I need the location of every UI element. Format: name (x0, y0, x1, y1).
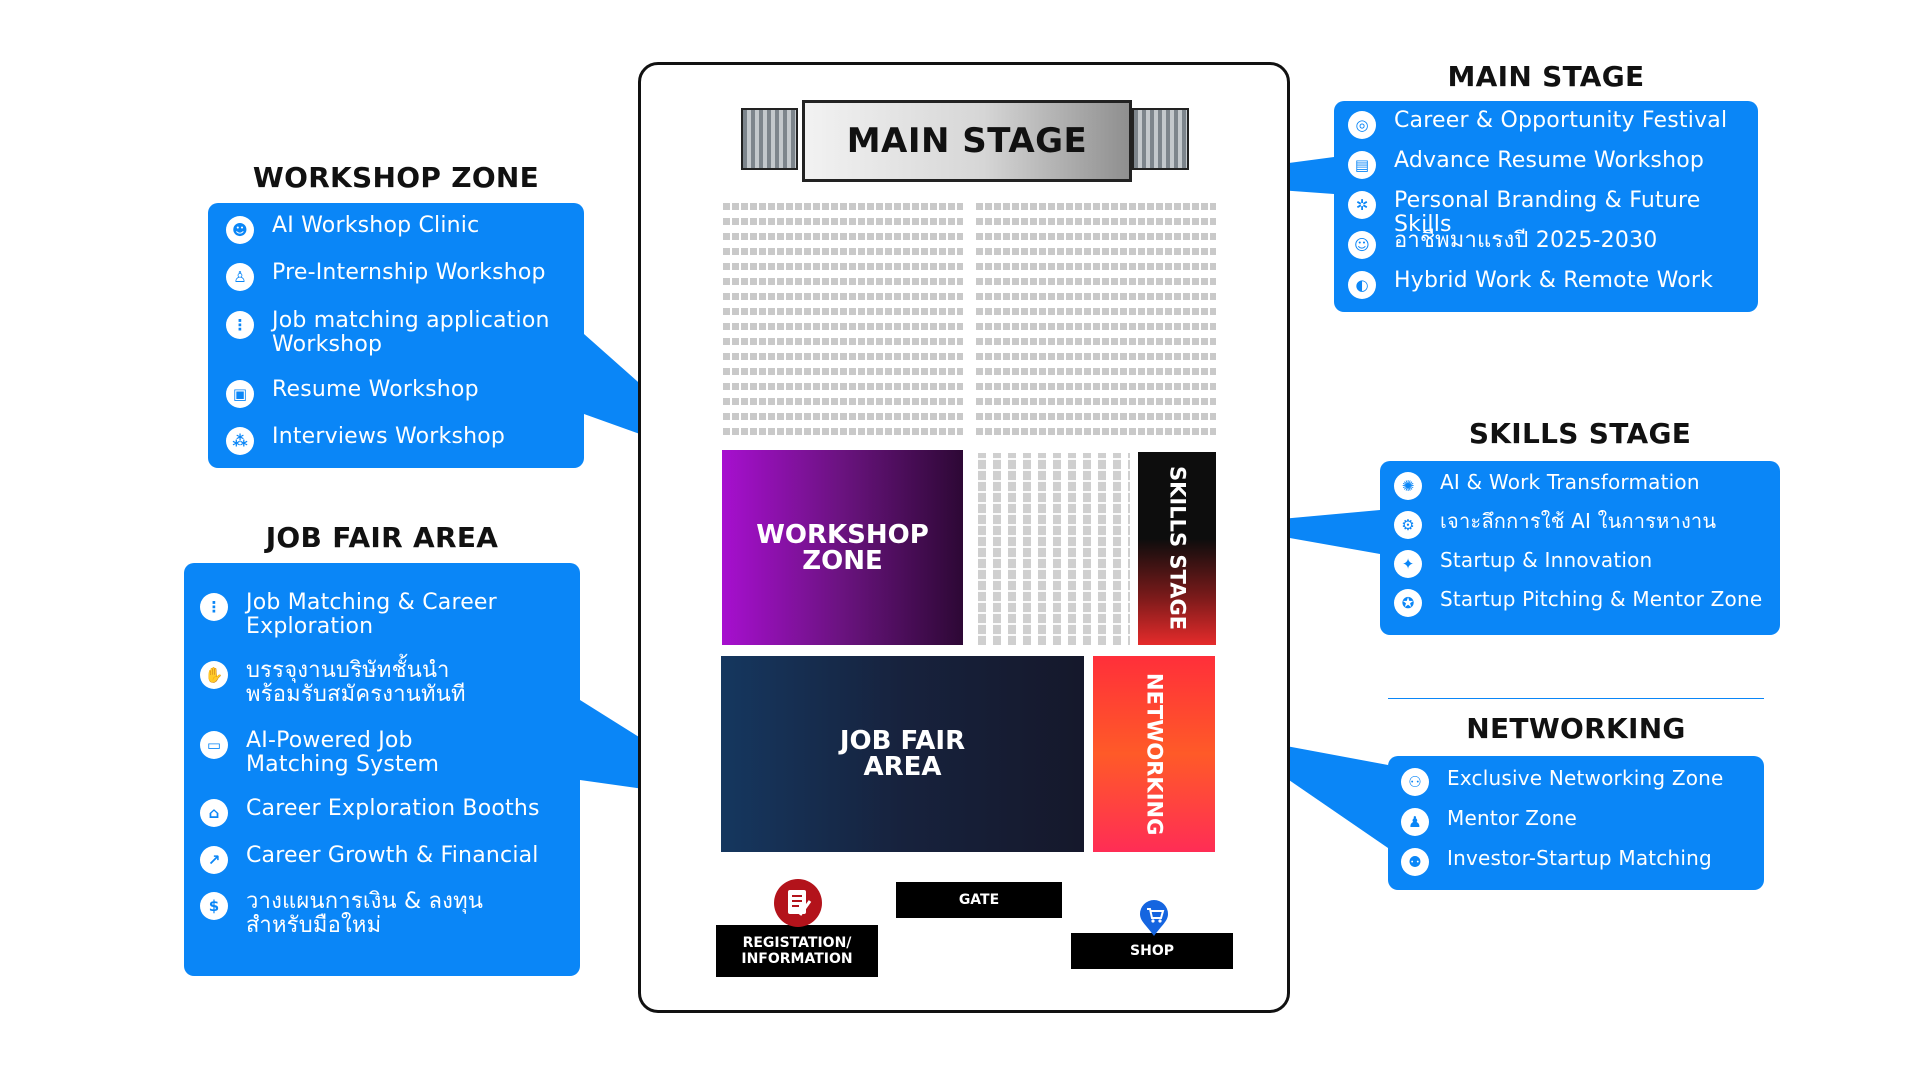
list-item: ✺ AI & Work Transformation (1394, 470, 1700, 500)
list-item: ♟ Mentor Zone (1401, 806, 1577, 836)
list-item-label: Career Growth & Financial (246, 843, 539, 868)
list-item: ✪ Startup Pitching & Mentor Zone (1394, 587, 1762, 617)
main-stage-callout: ◎ Career & Opportunity Festival ▤ Advanc… (1334, 101, 1758, 312)
mentor-icon: ♟ (1401, 808, 1429, 836)
list-item-label: Career Exploration Booths (246, 796, 540, 821)
document-icon: ▤ (1348, 151, 1376, 179)
registration-info-label: REGISTATION/ INFORMATION (716, 925, 878, 977)
ai-head-icon: ◐ (1348, 271, 1376, 299)
presenter-icon: ♙ (226, 263, 254, 291)
list-item: ☺ อาชีพมาแรงปี 2025-2030 (1348, 229, 1657, 259)
seating-block-left (723, 200, 963, 435)
list-item-label: Resume Workshop (272, 377, 479, 402)
workshop-zone-callout-title: WORKSHOP ZONE (208, 150, 584, 204)
list-item-label: Advance Resume Workshop (1394, 148, 1705, 173)
robot-icon: ☻ (226, 216, 254, 244)
list-item-label: Pre-Internship Workshop (272, 260, 546, 285)
list-item-label: Job matching application Workshop (272, 308, 550, 357)
main-stage-block: MAIN STAGE (802, 100, 1132, 182)
list-item: ✲ Personal Branding & Future Skills (1348, 189, 1758, 237)
list-item-label: Hybrid Work & Remote Work (1394, 268, 1714, 293)
registration-pin-icon (774, 879, 822, 927)
brain-icon: ✺ (1394, 472, 1422, 500)
stage-speaker-left (741, 108, 798, 170)
shop-cart-pin-icon (1140, 900, 1168, 936)
skills-stage-label: SKILLS STAGE (1165, 466, 1190, 631)
list-item: ⌂ Career Exploration Booths (200, 797, 540, 827)
main-stage-callout-title: MAIN STAGE (1334, 50, 1758, 102)
handshake-icon: ✋ (200, 661, 228, 689)
list-item: ▣ Resume Workshop (226, 378, 479, 408)
job-fair-area-callout-title: JOB FAIR AREA (184, 510, 580, 564)
flow-icon: ⋮ (226, 311, 254, 339)
list-item: ◎ Career & Opportunity Festival (1348, 109, 1727, 139)
list-item: $ วางแผนการเงิน & ลงทุน สำหรับมือใหม่ (200, 890, 500, 938)
pitch-icon: ✪ (1394, 589, 1422, 617)
list-item-label: Personal Branding & Future Skills (1394, 188, 1701, 237)
list-item: ⋮ Job matching application Workshop (226, 309, 576, 357)
list-item: ⚙ เจาะลึกการใช้ AI ในการหางาน (1394, 509, 1716, 539)
workshop-zone-block: WORKSHOP ZONE (722, 450, 963, 645)
list-item: ▤ Advance Resume Workshop (1348, 149, 1704, 179)
list-item-label: วางแผนการเงิน & ลงทุน สำหรับมือใหม่ (246, 889, 484, 938)
list-item-label: Job Matching & Career Exploration (246, 590, 497, 639)
networking-block: NETWORKING (1093, 656, 1215, 852)
list-item-label: Exclusive Networking Zone (1447, 766, 1724, 790)
list-item: ⋮ Job Matching & Career Exploration (200, 591, 570, 639)
people-icon: ☺ (1348, 231, 1376, 259)
stage-speaker-right (1132, 108, 1189, 170)
list-item-label: Startup Pitching & Mentor Zone (1440, 587, 1763, 611)
list-item-label: เจาะลึกการใช้ AI ในการหางาน (1440, 509, 1717, 533)
list-item: ⚇ Exclusive Networking Zone (1401, 766, 1724, 796)
list-item: ▭ AI-Powered Job Matching System (200, 729, 460, 777)
money-icon: $ (200, 892, 228, 920)
resume-icon: ▣ (226, 380, 254, 408)
group-icon: ⚇ (1401, 768, 1429, 796)
flow-icon: ⋮ (200, 593, 228, 621)
target-icon: ◎ (1348, 111, 1376, 139)
interview-icon: ⁂ (226, 427, 254, 455)
list-item: ⚉ Investor-Startup Matching (1401, 846, 1712, 876)
job-fair-area-callout: ⋮ Job Matching & Career Exploration ✋ บร… (184, 563, 580, 976)
list-item-label: AI Workshop Clinic (272, 213, 480, 238)
list-item-label: AI-Powered Job Matching System (246, 728, 440, 777)
skills-stage-callout-title: SKILLS STAGE (1380, 404, 1780, 462)
list-item-label: Investor-Startup Matching (1447, 846, 1712, 870)
networking-callout-title: NETWORKING (1388, 698, 1764, 757)
list-item: ✋ บรรจุงานบริษัทชั้นนำ พร้อมรับสมัครงานท… (200, 659, 500, 707)
network-icon: ✲ (1348, 191, 1376, 219)
list-item-label: AI & Work Transformation (1440, 470, 1700, 494)
list-item: ☻ AI Workshop Clinic (226, 214, 479, 244)
gate-label: GATE (896, 882, 1062, 918)
list-item-label: Mentor Zone (1447, 806, 1578, 830)
list-item: ♙ Pre-Internship Workshop (226, 261, 546, 291)
list-item: ✦ Startup & Innovation (1394, 548, 1652, 578)
lightbulb-icon: ✦ (1394, 550, 1422, 578)
list-item-label: Career & Opportunity Festival (1394, 108, 1728, 133)
networking-label: NETWORKING (1142, 672, 1167, 836)
networking-callout: ⚇ Exclusive Networking Zone ♟ Mentor Zon… (1388, 756, 1764, 890)
booth-icon: ⌂ (200, 799, 228, 827)
shop-label: SHOP (1071, 933, 1233, 969)
seating-block-right (976, 200, 1216, 435)
list-item: ↗ Career Growth & Financial (200, 844, 539, 874)
list-item-label: บรรจุงานบริษัทชั้นนำ พร้อมรับสมัครงานทัน… (246, 658, 466, 707)
skills-stage-callout: ✺ AI & Work Transformation ⚙ เจาะลึกการใ… (1380, 461, 1780, 635)
list-item-label: อาชีพมาแรงปี 2025-2030 (1394, 228, 1658, 253)
laptop-icon: ▭ (200, 731, 228, 759)
workshop-zone-callout: ☻ AI Workshop Clinic ♙ Pre-Internship Wo… (208, 203, 584, 468)
list-item-label: Interviews Workshop (272, 424, 506, 449)
gear-icon: ⚙ (1394, 511, 1422, 539)
partners-icon: ⚉ (1401, 848, 1429, 876)
seating-block-center (978, 453, 1130, 645)
skills-stage-block: SKILLS STAGE (1138, 452, 1216, 645)
job-fair-area-block: JOB FAIR AREA (721, 656, 1084, 852)
list-item-label: Startup & Innovation (1440, 548, 1653, 572)
growth-icon: ↗ (200, 846, 228, 874)
list-item: ◐ Hybrid Work & Remote Work (1348, 269, 1713, 299)
list-item: ⁂ Interviews Workshop (226, 425, 505, 455)
